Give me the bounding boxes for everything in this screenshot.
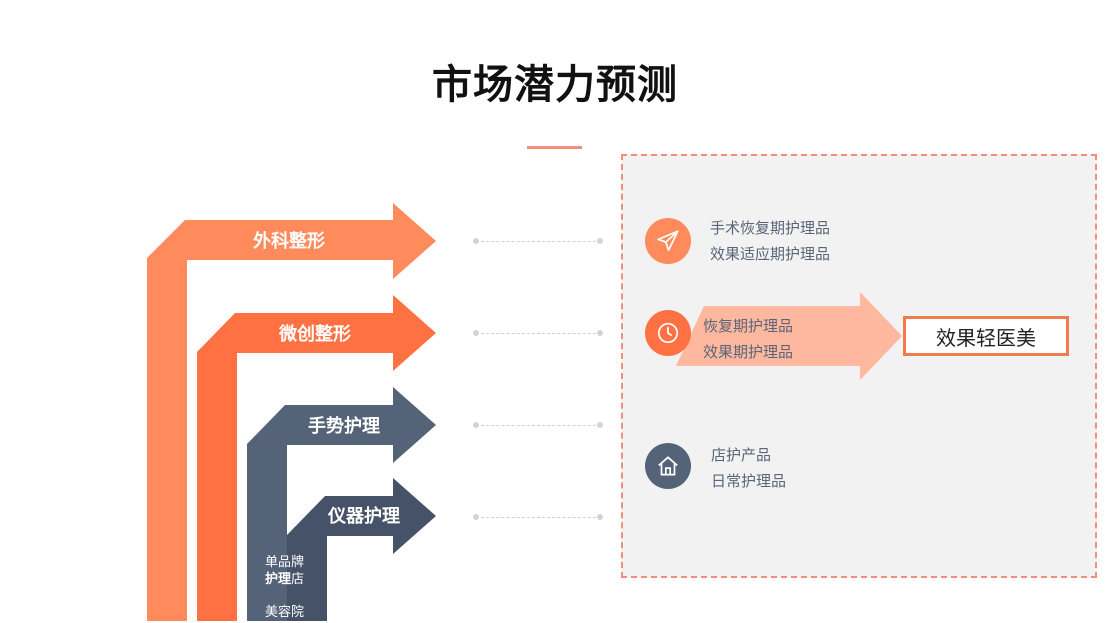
- arrow-2-shape: [197, 295, 436, 621]
- connector-2: [476, 333, 601, 334]
- connector-3-start: [473, 422, 479, 428]
- stem-label-3: 美容院: [265, 605, 305, 620]
- connector-4: [476, 517, 601, 518]
- connector-1-start: [473, 238, 479, 244]
- item-1-line-1: 手术恢复期护理品: [710, 219, 831, 237]
- arrow-1-shape: [147, 203, 436, 621]
- connector-1: [476, 241, 601, 242]
- stem-label-2-bold: 护理: [265, 572, 292, 587]
- title-underline: [527, 146, 582, 149]
- arrow-2-label: 微创整形: [278, 323, 351, 345]
- page-title: 市场潜力预测: [432, 62, 678, 108]
- arrow-3-label: 手势护理: [308, 415, 380, 437]
- item-2-line-1: 恢复期护理品: [703, 317, 794, 335]
- callout-arrow: [676, 292, 902, 380]
- house-icon: [645, 443, 691, 489]
- item-1-line-2: 效果适应期护理品: [710, 245, 831, 263]
- connector-1-end: [597, 238, 603, 244]
- item-2-line-2: 效果期护理品: [703, 343, 794, 361]
- arrow-3-shape: [247, 387, 436, 621]
- item-1-text: 手术恢复期护理品 效果适应期护理品: [710, 215, 830, 267]
- connector-4-end: [597, 514, 603, 520]
- paper-plane-icon: [645, 218, 691, 264]
- item-3-text: 店护产品 日常护理品: [711, 442, 786, 494]
- arrow-4-label: 仪器护理: [327, 505, 400, 527]
- connector-2-end: [597, 330, 603, 336]
- connector-4-start: [473, 514, 479, 520]
- arrow-1-label: 外科整形: [253, 230, 325, 252]
- item-2-text: 恢复期护理品 效果期护理品: [703, 313, 793, 365]
- stem-label-2-rest: 店: [291, 572, 305, 587]
- connector-2-start: [473, 330, 479, 336]
- stem-label-2: 护理店: [265, 570, 304, 590]
- arrow-4-shape: [287, 478, 436, 621]
- item-3-line-2: 日常护理品: [711, 472, 787, 490]
- connector-3: [476, 425, 601, 426]
- connector-3-end: [597, 422, 603, 428]
- clock-icon: [645, 310, 691, 356]
- stem-label-1: 单品牌: [265, 555, 305, 570]
- callout-box: 效果轻医美: [903, 316, 1069, 356]
- item-3-line-1: 店护产品: [711, 446, 772, 464]
